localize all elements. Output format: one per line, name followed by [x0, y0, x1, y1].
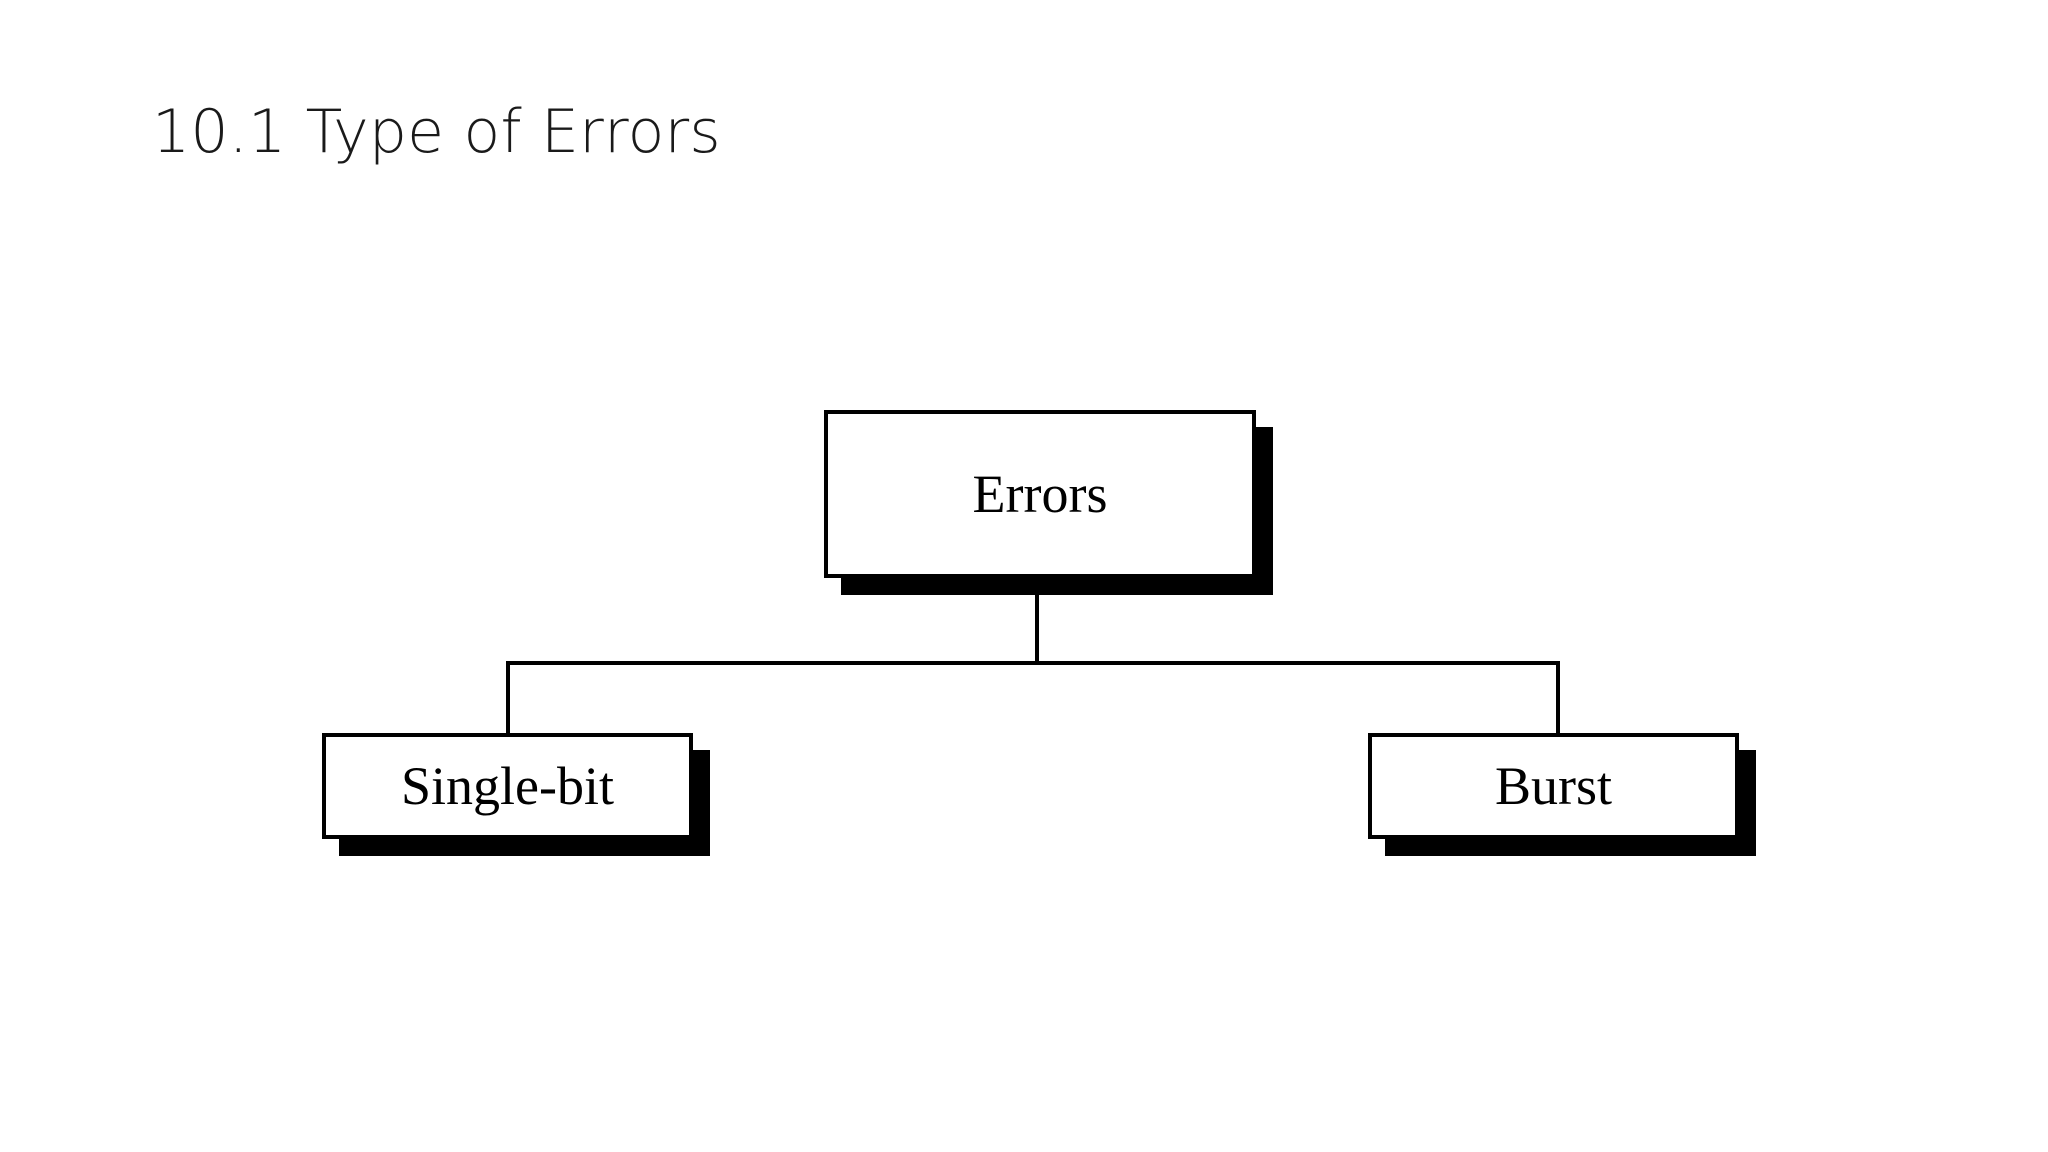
node-errors-label: Errors — [972, 464, 1108, 524]
connector-root-stem — [1035, 578, 1039, 665]
node-burst-body: Burst — [1368, 733, 1739, 839]
page-title: 10.1 Type of Errors — [152, 97, 721, 167]
connector-horizontal-bar — [506, 661, 1560, 665]
node-burst[interactable]: Burst — [1368, 733, 1756, 856]
node-single-bit-body: Single-bit — [322, 733, 693, 839]
connector-branch-left — [506, 661, 510, 735]
node-errors-body: Errors — [824, 410, 1256, 578]
connector-branch-right — [1556, 661, 1560, 735]
node-single-bit-label: Single-bit — [401, 756, 614, 816]
node-errors[interactable]: Errors — [824, 410, 1273, 595]
node-burst-label: Burst — [1494, 756, 1613, 816]
node-single-bit[interactable]: Single-bit — [322, 733, 710, 856]
